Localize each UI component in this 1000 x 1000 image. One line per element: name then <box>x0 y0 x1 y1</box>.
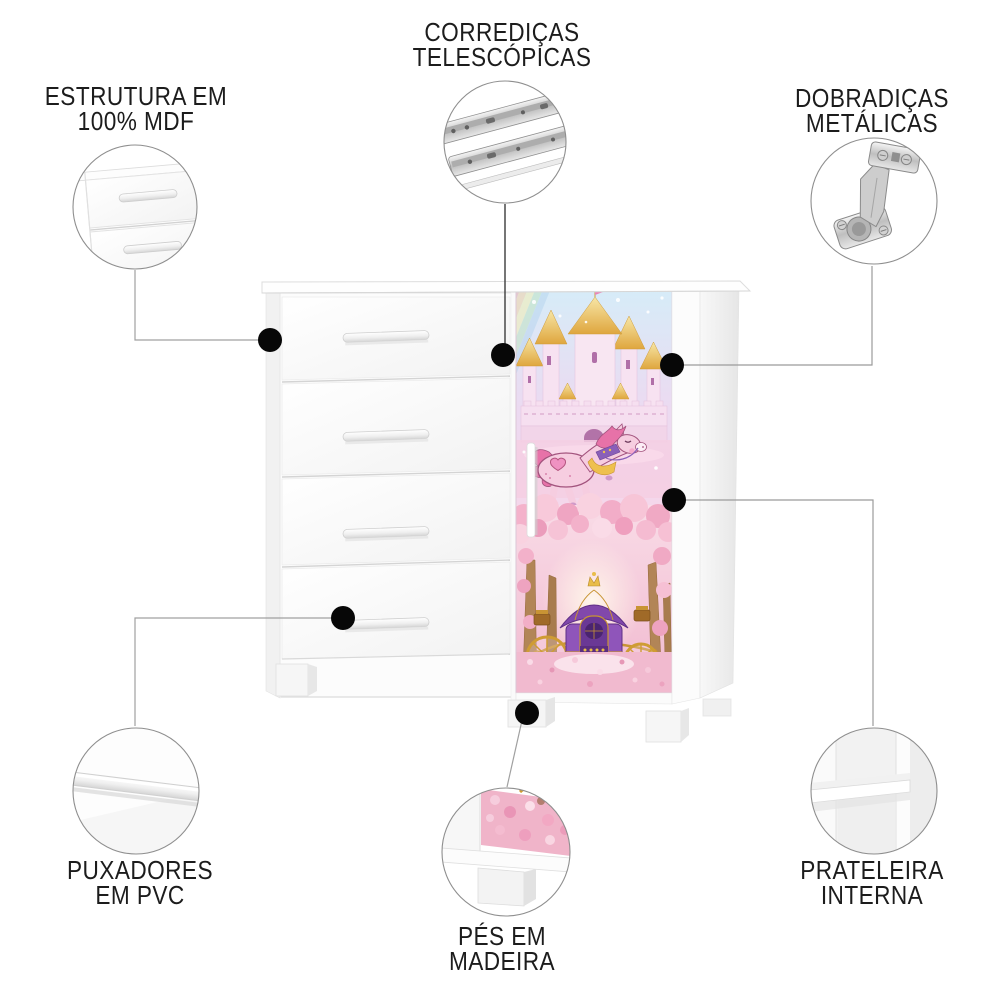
foot <box>275 663 309 697</box>
callout-dot-hinges <box>660 353 684 377</box>
callout-circle-slides <box>443 80 567 204</box>
callout-dot-slides <box>491 343 515 367</box>
callout-label-mdf-structure: ESTRUTURA EM 100% MDF <box>6 81 267 136</box>
label-line: ESTRUTURA EM <box>44 81 228 111</box>
label-line: PÉS EM <box>457 921 547 951</box>
telescopic-slides-icon <box>443 80 567 204</box>
callout-circle-handles <box>72 727 200 855</box>
label-line: TELESCÓPICAS <box>412 42 592 72</box>
foot <box>702 698 732 717</box>
metal-hinge-icon <box>810 137 938 265</box>
callout-label-metal-hinges: DOBRADIÇAS METÁLICAS <box>742 83 1000 138</box>
drawer-2 <box>281 377 511 476</box>
door-handle <box>526 442 538 538</box>
drawer-handle <box>342 526 430 542</box>
callout-dot-shelf <box>662 488 686 512</box>
leader-line-shelf <box>674 499 874 726</box>
label-line: DOBRADIÇAS <box>795 83 949 113</box>
label-line: PUXADORES <box>67 855 213 885</box>
sparkles <box>522 296 664 482</box>
leader-line-feet <box>506 715 524 788</box>
drawer-handle <box>342 330 430 346</box>
label-line: MADEIRA <box>448 946 556 976</box>
callout-label-internal-shelf: PRATELEIRA INTERNA <box>742 855 1000 910</box>
wooden-foot-icon <box>441 787 571 917</box>
callout-label-wooden-feet: PÉS EM MADEIRA <box>372 921 633 976</box>
leader-line-handles <box>134 617 343 726</box>
leader-line-structure <box>134 270 269 341</box>
drawer-4 <box>281 561 511 660</box>
foot <box>645 710 682 743</box>
callout-dots <box>258 328 686 725</box>
callout-dot-structure <box>258 328 282 352</box>
callout-circle-hinges <box>810 137 938 265</box>
pvc-handle-icon <box>72 727 200 855</box>
callout-label-pvc-handles: PUXADORES EM PVC <box>10 855 271 910</box>
internal-shelf-icon <box>810 727 938 855</box>
callout-dot-feet <box>515 701 539 725</box>
mdf-structure-icon <box>72 144 198 270</box>
callout-circle-shelf <box>810 727 938 855</box>
label-line: INTERNA <box>820 880 924 910</box>
callout-dot-handles <box>331 606 355 630</box>
label-line: 100% MDF <box>77 106 195 136</box>
petal-ground <box>516 652 672 693</box>
dresser-illustration <box>261 280 752 743</box>
callout-circle-structure <box>72 144 198 270</box>
label-line: EM PVC <box>95 880 185 910</box>
right-side-panel <box>699 288 740 699</box>
callout-label-telescopic-slides: CORREDIÇAS TELESCÓPICAS <box>372 17 633 72</box>
label-line: CORREDIÇAS <box>424 17 580 47</box>
leader-line-hinges <box>672 266 873 366</box>
leader-lines <box>134 204 874 788</box>
label-line: PRATELEIRA <box>800 855 944 885</box>
drawer-3 <box>281 472 511 566</box>
drawer-handle <box>342 429 430 445</box>
blossom-clusters <box>516 493 672 636</box>
label-line: METÁLICAS <box>805 108 939 138</box>
callout-circle-feet <box>441 787 571 917</box>
princess-door-print <box>516 289 672 693</box>
